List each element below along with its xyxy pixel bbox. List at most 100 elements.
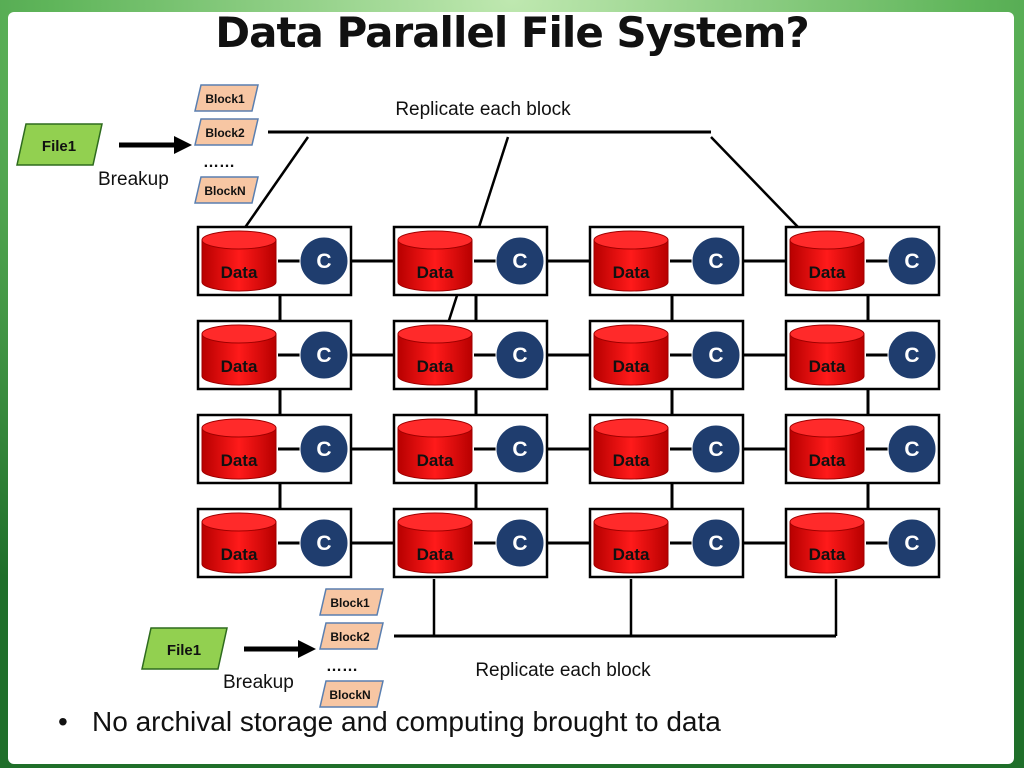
data-label: Data (613, 357, 650, 376)
bottom-breakup-label: Breakup (223, 672, 294, 693)
compute-label: C (316, 438, 331, 461)
data-cylinder-icon (593, 230, 669, 292)
bottom-blockn-label: BlockN (329, 688, 370, 702)
top-flow: File1 Breakup Block1 Block2 …… BlockN Re… (16, 84, 826, 340)
data-label: Data (417, 263, 454, 282)
bullet-marker: • (58, 706, 68, 737)
top-blockn-label: BlockN (204, 184, 245, 198)
data-label: Data (221, 545, 258, 564)
compute-label: C (512, 344, 527, 367)
data-label: Data (809, 451, 846, 470)
compute-label: C (512, 532, 527, 555)
top-file-label: File1 (42, 138, 76, 155)
bottom-flow: File1 Breakup Block1 Block2 …… BlockN Re… (141, 579, 838, 708)
compute-node-icon (299, 518, 349, 568)
compute-label: C (316, 532, 331, 555)
bottom-replicate-label: Replicate each block (475, 660, 651, 681)
compute-node-icon (299, 330, 349, 380)
storage-compute-node: Data C (784, 225, 941, 297)
compute-label: C (512, 250, 527, 273)
storage-compute-node: Data C (196, 319, 353, 391)
compute-node-icon (691, 424, 741, 474)
data-cylinder-icon (789, 230, 865, 292)
bottom-block1-box (319, 588, 384, 616)
compute-node-icon (691, 330, 741, 380)
data-label: Data (809, 357, 846, 376)
bottom-block2-box (319, 622, 384, 650)
bottom-block1-label: Block1 (330, 596, 370, 610)
compute-node-icon (495, 330, 545, 380)
data-label: Data (613, 263, 650, 282)
compute-label: C (316, 344, 331, 367)
compute-node-icon (887, 518, 937, 568)
bottom-file-label: File1 (167, 642, 201, 659)
compute-node-icon (299, 424, 349, 474)
data-cylinder-icon (397, 324, 473, 386)
compute-node-icon (887, 330, 937, 380)
storage-compute-node: Data C (784, 413, 941, 485)
top-block1-label: Block1 (205, 92, 245, 106)
storage-compute-node: Data C (392, 507, 549, 579)
storage-compute-node: Data C (392, 413, 549, 485)
storage-compute-node: Data C (588, 507, 745, 579)
bullet-text: No archival storage and computing brough… (92, 706, 721, 737)
top-file-box (16, 123, 103, 166)
compute-label: C (708, 532, 723, 555)
data-cylinder-icon (789, 418, 865, 480)
compute-node-icon (887, 236, 937, 286)
bottom-block-ellipsis: …… (326, 658, 358, 675)
top-replicate-link-1 (242, 136, 310, 230)
data-cylinder-icon (593, 512, 669, 574)
compute-label: C (708, 250, 723, 273)
data-label: Data (221, 451, 258, 470)
data-cylinder-icon (201, 512, 277, 574)
data-cylinder-icon (397, 512, 473, 574)
storage-compute-node: Data C (196, 507, 353, 579)
storage-compute-node: Data C (392, 319, 549, 391)
data-label: Data (809, 263, 846, 282)
compute-label: C (708, 438, 723, 461)
data-cylinder-icon (201, 418, 277, 480)
compute-node-icon (299, 236, 349, 286)
data-label: Data (613, 545, 650, 564)
compute-node-icon (495, 518, 545, 568)
top-breakup-label: Breakup (98, 169, 169, 190)
compute-label: C (904, 344, 919, 367)
compute-node-icon (887, 424, 937, 474)
storage-compute-node: Data C (196, 225, 353, 297)
storage-compute-node: Data C (196, 413, 353, 485)
storage-compute-node: Data C (784, 319, 941, 391)
data-label: Data (221, 357, 258, 376)
data-label: Data (417, 451, 454, 470)
data-cylinder-icon (789, 324, 865, 386)
compute-node-icon (691, 236, 741, 286)
storage-compute-node: Data C (588, 225, 745, 297)
data-cylinder-icon (397, 418, 473, 480)
bottom-block2-label: Block2 (330, 630, 370, 644)
top-block2-box (194, 118, 259, 146)
bottom-file-box (141, 627, 228, 670)
compute-node-icon (495, 236, 545, 286)
data-label: Data (221, 263, 258, 282)
compute-node-icon (495, 424, 545, 474)
compute-node-icon (691, 518, 741, 568)
compute-label: C (512, 438, 527, 461)
data-label: Data (417, 545, 454, 564)
data-cylinder-icon (593, 418, 669, 480)
top-blockn-box (194, 176, 259, 204)
data-cylinder-icon (201, 324, 277, 386)
compute-label: C (316, 250, 331, 273)
data-cylinder-icon (397, 230, 473, 292)
data-label: Data (809, 545, 846, 564)
compute-label: C (904, 250, 919, 273)
storage-compute-node: Data C (392, 225, 549, 297)
data-label: Data (417, 357, 454, 376)
compute-label: C (904, 438, 919, 461)
bottom-blockn-box (319, 680, 384, 708)
data-cylinder-icon (593, 324, 669, 386)
top-block-ellipsis: …… (203, 154, 235, 171)
